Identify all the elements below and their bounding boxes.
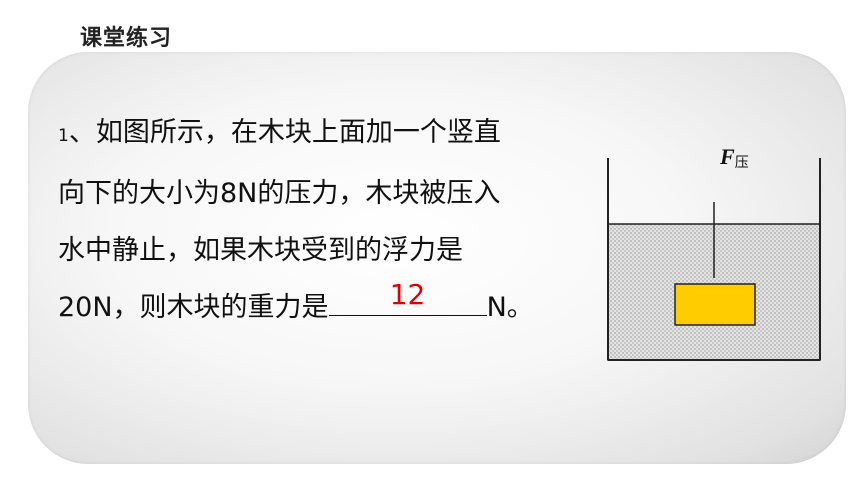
section-title: 课堂练习: [80, 26, 173, 51]
question-line-1: 1、如图所示，在木块上面加一个竖直: [58, 117, 501, 148]
answer-blank: 12: [328, 281, 487, 316]
question-number: 1: [58, 126, 69, 146]
question-text: 1、如图所示，在木块上面加一个竖直 向下的大小为8N的压力，木块被压入 水中静止…: [58, 104, 598, 336]
force-label: F压: [719, 144, 749, 171]
wood-block: [674, 283, 756, 326]
beaker-diagram: F压: [607, 144, 821, 361]
answer-value: 12: [389, 278, 426, 311]
force-subscript: 压: [735, 156, 749, 171]
question-line-3: 水中静止，如果木块受到的浮力是: [58, 235, 463, 266]
force-symbol: F: [719, 144, 735, 169]
question-line-2: 向下的大小为8N的压力，木块被压入: [58, 178, 501, 209]
